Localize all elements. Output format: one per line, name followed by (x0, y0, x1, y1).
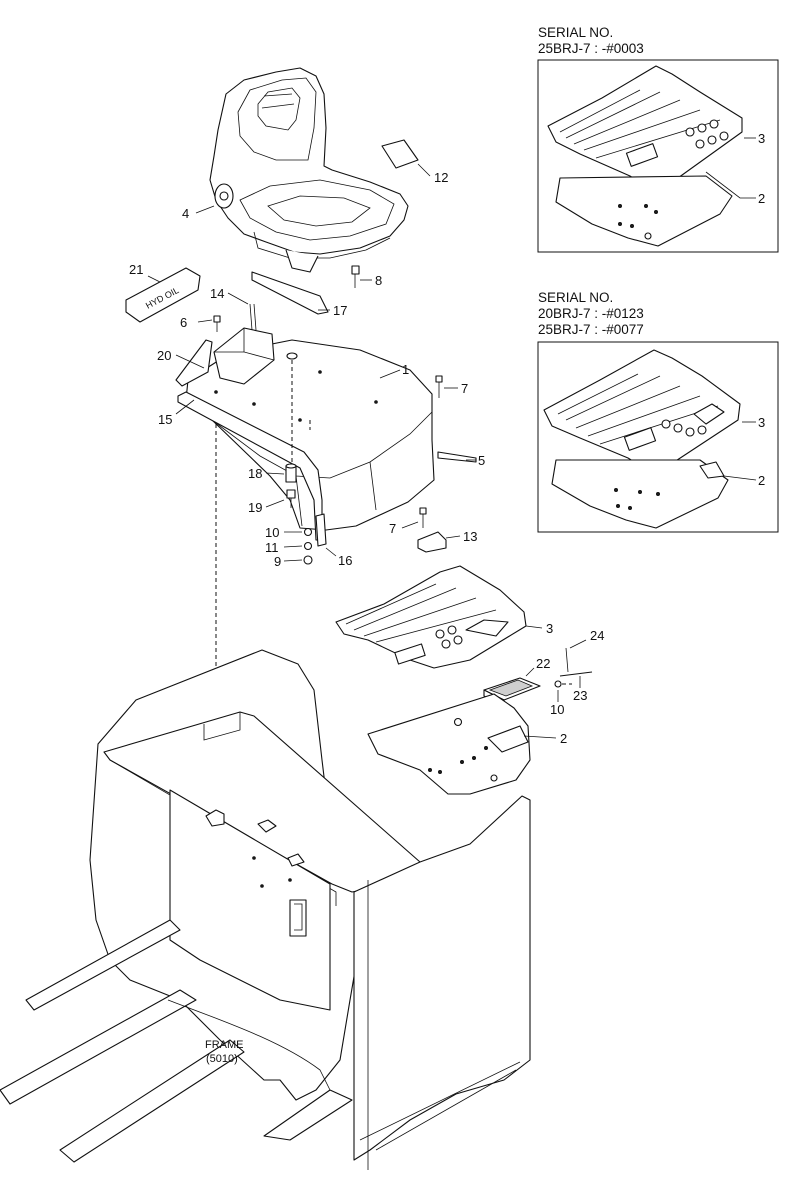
nut-9 (303, 555, 313, 565)
leader-lines (147, 163, 587, 739)
inset-serial-1: SERIAL NO. 25BRJ-7 : -#0003 3 2 (537, 25, 779, 253)
callout-15: 15 (158, 412, 172, 427)
callout-13: 13 (463, 529, 477, 544)
washer-10 (303, 527, 313, 537)
pin-24 (565, 647, 569, 673)
inset-serial-2: SERIAL NO. 20BRJ-7 : -#0123 25BRJ-7 : -#… (537, 290, 779, 533)
callout-3: 3 (546, 621, 553, 636)
clip-13 (417, 531, 447, 553)
callout-7-lower: 7 (389, 521, 396, 536)
washer-11 (303, 541, 313, 551)
callout-22: 22 (536, 656, 550, 671)
frame-label-code: (5010) (206, 1053, 238, 1065)
bracket-5 (437, 451, 477, 463)
callout-17: 17 (333, 303, 347, 318)
serial-1-heading: SERIAL NO. (538, 25, 613, 40)
hood-cover (185, 339, 435, 531)
inset-2-callout-3: 3 (758, 415, 765, 430)
callout-5: 5 (478, 453, 485, 468)
bolt-19 (286, 489, 296, 508)
callout-11: 11 (265, 540, 279, 555)
callout-16: 16 (338, 553, 352, 568)
callout-23: 23 (573, 688, 587, 703)
callout-19: 19 (248, 500, 262, 515)
callout-20: 20 (157, 348, 171, 363)
plate-16 (315, 513, 327, 547)
inset-2-callout-2: 2 (758, 473, 765, 488)
callout-12: 12 (434, 170, 448, 185)
manual-holder (381, 139, 419, 169)
callout-2: 2 (560, 731, 567, 746)
inset-1-callout-2: 2 (758, 191, 765, 206)
callout-9: 9 (274, 554, 281, 569)
callout-4: 4 (182, 206, 189, 221)
callout-8: 8 (375, 273, 382, 288)
washer-10b (554, 680, 562, 688)
floor-mat-main (335, 565, 527, 669)
frame-label-name: FRAME (205, 1039, 244, 1051)
bolt-7-lower (419, 507, 427, 528)
serial-1-line-1: 25BRJ-7 : -#0003 (538, 41, 644, 56)
callout-21: 21 (129, 262, 143, 277)
inset-1-callout-3: 3 (758, 131, 765, 146)
seat-rail-strip (251, 271, 329, 315)
callout-24: 24 (590, 628, 604, 643)
inset-1-floor-mat (547, 65, 743, 189)
callout-7-upper: 7 (461, 381, 468, 396)
callouts: 4 12 21 8 14 17 6 20 1 7 15 5 18 19 10 1… (129, 170, 604, 746)
serial-2-heading: SERIAL NO. (538, 290, 613, 305)
bolt-8 (351, 265, 360, 288)
callout-14: 14 (210, 286, 224, 301)
serial-2-line-2: 25BRJ-7 : -#0077 (538, 322, 644, 337)
callout-10b: 10 (550, 702, 564, 717)
floor-plate-main (367, 693, 531, 795)
truck-frame (0, 649, 531, 1170)
screw-6 (213, 315, 221, 332)
callout-1: 1 (402, 362, 409, 377)
inset-2-floor-mat (543, 349, 741, 471)
callout-10: 10 (265, 525, 279, 540)
pin-top (286, 352, 298, 360)
inset-1-floor-plate (555, 175, 733, 247)
damper-18 (285, 463, 297, 483)
seat (209, 67, 409, 273)
callout-6: 6 (180, 315, 187, 330)
side-bracket (213, 303, 275, 385)
inset-2-floor-plate (551, 459, 729, 529)
serial-2-line-1: 20BRJ-7 : -#0123 (538, 306, 644, 321)
callout-18: 18 (248, 466, 262, 481)
rod-23 (559, 671, 593, 677)
bolt-7-upper (435, 375, 443, 398)
